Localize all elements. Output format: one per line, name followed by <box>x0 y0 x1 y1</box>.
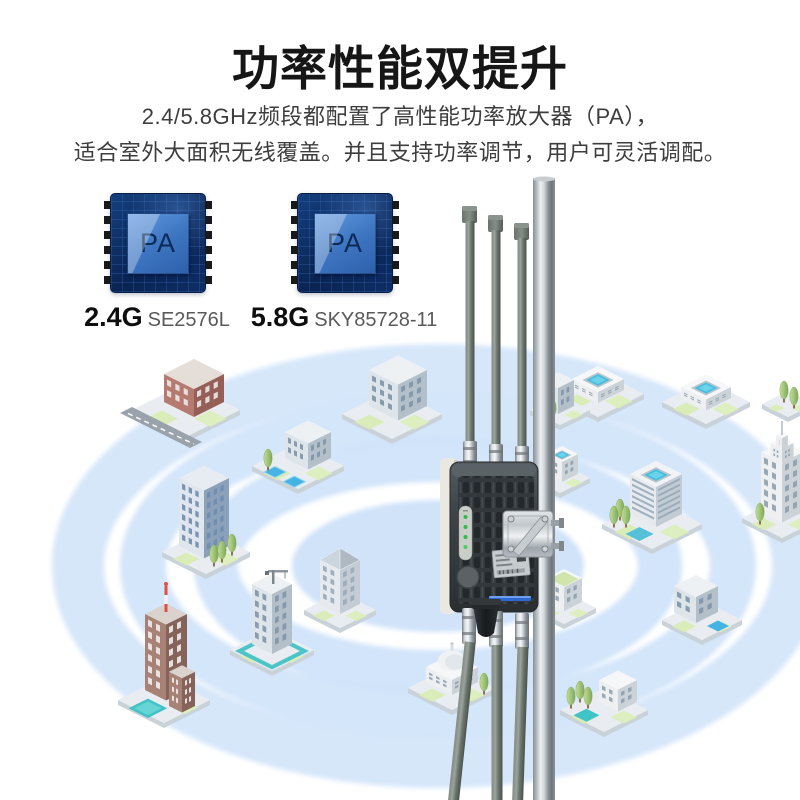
chip-icon: PA <box>291 193 399 293</box>
rooftop-pool-building <box>552 366 644 422</box>
pyramid-tower <box>304 547 376 633</box>
chip-die-label: PA <box>326 228 363 258</box>
radio-tower-building <box>118 582 210 728</box>
upper-antennas <box>462 206 529 472</box>
cable-gland <box>471 599 501 637</box>
chip-die: PA <box>314 213 376 274</box>
mounting-pole <box>533 176 555 800</box>
chip-pins-left <box>104 201 111 286</box>
rooftop-pool-building-2 <box>662 374 750 429</box>
subtitle: 2.4/5.8GHz频段都配置了高性能功率放大器（PA）， 适合室外大面积无线覆… <box>0 99 800 171</box>
vent-cap <box>456 565 480 589</box>
band-label: 5.8G <box>250 302 310 332</box>
blue-tower <box>162 465 250 579</box>
outdoor-ap-device <box>440 458 564 614</box>
pole-bracket <box>502 510 564 558</box>
page-title: 功率性能双提升 <box>232 42 568 95</box>
subtitle-line-2: 适合室外大面积无线覆盖。并且支持功率调节，用户可灵活调配。 <box>73 140 727 165</box>
garden-pool-house <box>560 670 648 737</box>
city-buildings <box>118 355 800 737</box>
dome-museum <box>408 642 496 715</box>
chip-pins-right <box>205 201 212 286</box>
chip-icon: PA <box>104 193 212 293</box>
led-panel <box>458 505 473 561</box>
curved-building <box>602 461 702 554</box>
crane-moat-tower <box>230 570 314 676</box>
chip-pins-left <box>291 201 298 286</box>
band-label: 2.4G <box>84 302 143 332</box>
antenna-down-1 <box>447 608 476 800</box>
brick-apartment-building <box>120 359 240 448</box>
antenna-down-3 <box>512 613 529 800</box>
lower-antennas <box>447 599 529 800</box>
roadside-trees <box>762 380 800 422</box>
model-label: SKY85728-11 <box>314 309 438 331</box>
office-building <box>342 355 442 444</box>
twin-pool-building <box>252 420 344 494</box>
subtitle-line-1: 2.4/5.8GHz频段都配置了高性能功率放大器（PA）， <box>141 104 659 129</box>
chip-pins-right <box>392 201 399 286</box>
chip-die-label: PA <box>139 228 176 258</box>
skyscraper <box>742 421 800 543</box>
courtyard-building <box>662 575 742 645</box>
chip-die: PA <box>127 213 189 274</box>
model-label: SE2576L <box>147 309 230 331</box>
